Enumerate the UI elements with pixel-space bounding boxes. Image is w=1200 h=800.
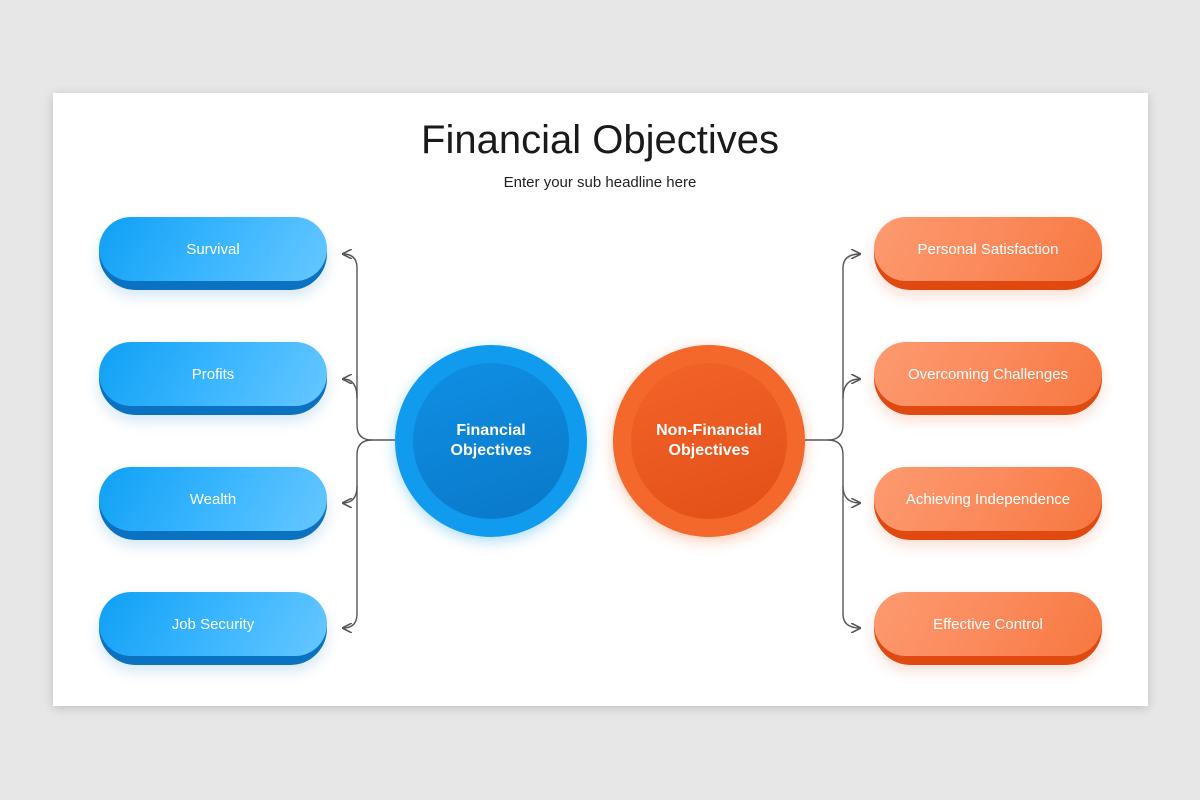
pill-label: Wealth	[99, 467, 327, 531]
pill-label: Achieving Independence	[874, 467, 1102, 531]
pill-label: Survival	[99, 217, 327, 281]
pill-label: Profits	[99, 342, 327, 406]
pill-label: Personal Satisfaction	[874, 217, 1102, 281]
pill-left-survival: Survival	[99, 217, 327, 290]
circle-financial-objectives: Financial Objectives	[395, 345, 587, 537]
slide-title: Financial Objectives	[421, 118, 779, 162]
pill-right-effective-control: Effective Control	[874, 592, 1102, 665]
circle-label: Financial Objectives	[413, 363, 569, 519]
pill-left-job-security: Job Security	[99, 592, 327, 665]
circle-label: Non-Financial Objectives	[631, 363, 787, 519]
pill-right-overcoming-challenges: Overcoming Challenges	[874, 342, 1102, 415]
pill-right-achieving-independence: Achieving Independence	[874, 467, 1102, 540]
pill-label: Effective Control	[874, 592, 1102, 656]
pill-label: Overcoming Challenges	[874, 342, 1102, 406]
pill-right-personal-satisfaction: Personal Satisfaction	[874, 217, 1102, 290]
slide-subtitle: Enter your sub headline here	[503, 174, 697, 191]
circle-non-financial-objectives: Non-Financial Objectives	[613, 345, 805, 537]
pill-label: Job Security	[99, 592, 327, 656]
pill-left-profits: Profits	[99, 342, 327, 415]
pill-left-wealth: Wealth	[99, 467, 327, 540]
